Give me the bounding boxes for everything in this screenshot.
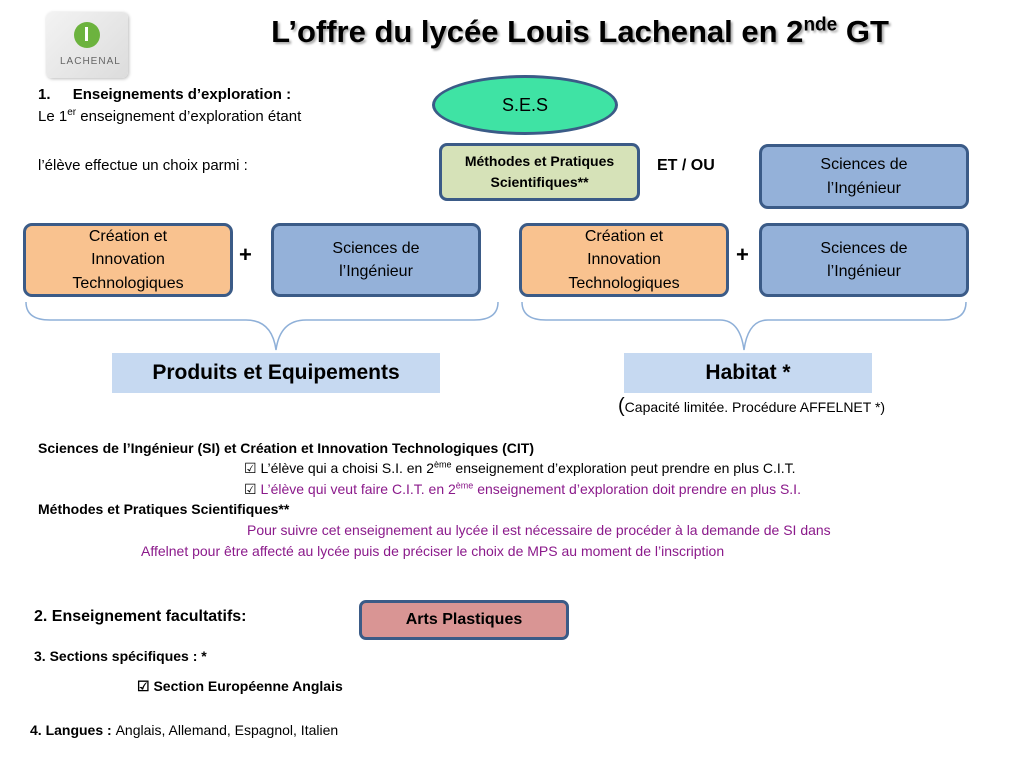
grouping-braces [25,301,967,351]
logo-text: LACHENAL [60,56,121,67]
lycee-logo: LACHENAL [46,12,128,78]
mps-box: Méthodes et Pratiques Scientifiques** [439,143,640,201]
section1-line1: Le 1er enseignement d’exploration étant [38,107,302,126]
checkbox-icon: ☑ [137,678,150,694]
section1-heading: 1. Enseignements d’exploration : [38,86,292,103]
left-plus: + [239,242,252,267]
left-brace [25,301,499,351]
section4-langues: 4. Langues : Anglais, Allemand, Espagnol… [30,722,339,738]
right-cit-box: Création et Innovation Technologiques [519,223,729,297]
mps-line2: Affelnet pour être affecté au lycée puis… [141,543,725,559]
si-cit-item1: ☑ L’élève qui a choisi S.I. en 2ème ense… [244,459,796,476]
section-europeenne: ☑ Section Européenne Anglais [137,678,343,694]
section2-heading: 2. Enseignement facultatifs: [34,608,247,625]
left-cit-box: Création et Innovation Technologiques [23,223,233,297]
mps-heading: Méthodes et Pratiques Scientifiques** [38,501,290,517]
page-title: L’offre du lycée Louis Lachenal en 2nde … [271,14,889,49]
si-cit-heading: Sciences de l’Ingénieur (SI) et Création… [38,440,535,456]
checkbox-icon: ☑ [244,481,257,497]
right-si-box: Sciences de l’Ingénieur [759,223,969,297]
checkbox-icon: ☑ [244,460,257,476]
produits-box: Produits et Equipements [112,353,440,393]
section1-line2: l’élève effectue un choix parmi : [38,157,248,174]
ses-ellipse: S.E.S [432,75,618,135]
si-cit-item2: ☑ L’élève qui veut faire C.I.T. en 2ème … [244,480,801,497]
right-plus: + [736,242,749,267]
mps-line1: Pour suivre cet enseignement au lycée il… [247,522,831,538]
logo-icon [74,22,100,48]
section3-heading: 3. Sections spécifiques : * [34,648,207,664]
si-top-box: Sciences de l’Ingénieur [759,144,969,209]
left-si-box: Sciences de l’Ingénieur [271,223,481,297]
arts-plastiques-box: Arts Plastiques [359,600,569,640]
capacite-note: (Capacité limitée. Procédure AFFELNET *) [618,395,886,417]
et-ou-label: ET / OU [657,157,715,174]
habitat-box: Habitat * [624,353,872,393]
right-brace [521,301,967,351]
